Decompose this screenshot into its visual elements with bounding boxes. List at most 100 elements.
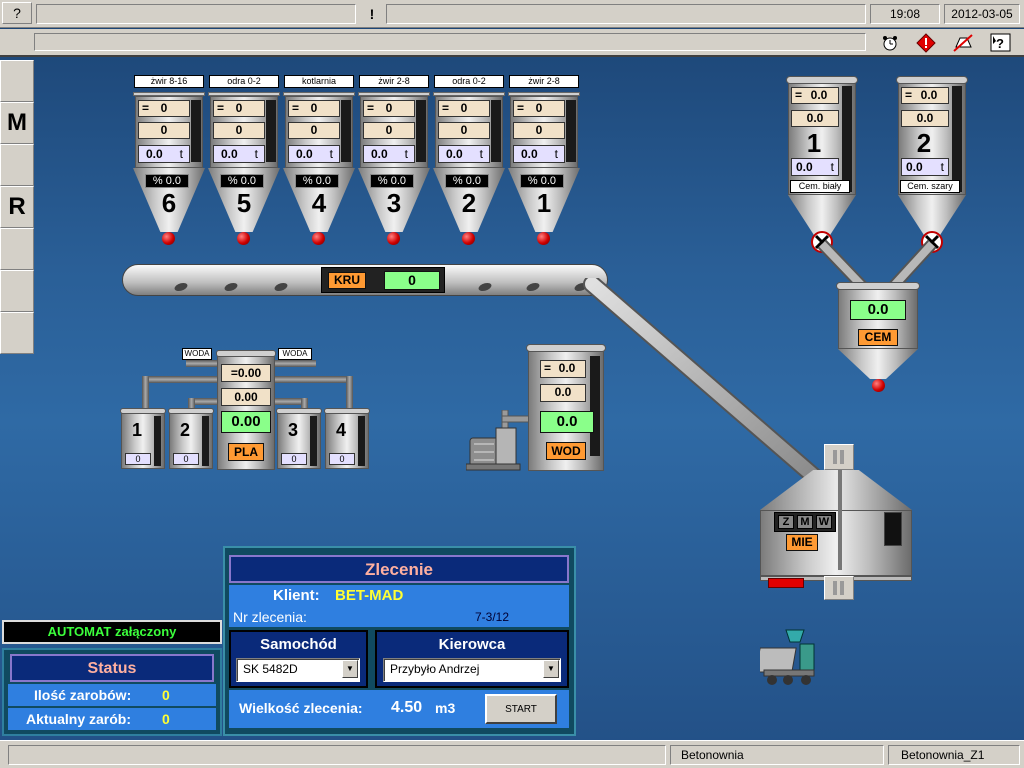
toolbar: ? [0,29,1024,57]
message-field-left [36,4,356,24]
aggregate-setpoint: =0 [288,100,340,117]
mixer-door [884,512,902,546]
aggregate-actual: 0 [138,122,190,139]
bin-rim [208,92,280,96]
aggregate-number: 4 [311,188,327,218]
alert-indicator: ! [369,6,375,22]
mixer-bottom-pause-button[interactable] [824,576,854,600]
cement-setpoint: =0.0 [791,87,839,104]
mixer-zmw-panel: Z M W [774,512,836,532]
automat-indicator: AUTOMAT załączony [2,620,222,644]
aggregate-setpoint: =0 [438,100,490,117]
status-count-value: 0 [162,687,170,703]
clock-time: 19:08 [870,4,940,24]
top-bar: ? ! 19:08 2012-03-05 [0,0,1024,28]
admixture-scale[interactable]: =0.00 0.00 0.00 PLA [216,350,276,472]
bin-level-bar [341,100,351,162]
pipe-v2 [188,398,195,412]
vehicle-select-value: SK 5482D [243,662,298,676]
mixer[interactable]: Z M W MIE [760,442,912,602]
bin-rim [283,92,355,96]
water-level-bar [590,356,600,456]
aggregate-number: 5 [236,188,252,218]
aggregate-label: żwir 2-8 [359,75,429,88]
admixture-tank-2[interactable]: 2 0 [168,408,214,470]
mixer-shaft [838,470,842,570]
conveyor-label: KRU [328,272,366,289]
help-button[interactable]: ? [2,2,32,24]
admixture-setpoint: =0.00 [221,364,271,382]
status-title: Status [10,654,214,682]
admixture-tank-1[interactable]: 1 0 [120,408,166,470]
order-title: Zlecenie [229,555,569,583]
start-button[interactable]: START [485,694,557,724]
admixture-label: PLA [228,443,264,461]
water-pump[interactable] [465,409,531,472]
message-field-right [386,4,866,24]
no-alarm-icon[interactable] [952,33,974,53]
aggregate-actual: 0 [438,122,490,139]
side-button-panel: M R [0,60,34,354]
water-scale[interactable]: =0.0 0.0 0.0 WOD [526,344,606,472]
admixture-tank-3[interactable]: 3 0 [276,408,322,470]
tank-number: 2 [179,420,190,440]
conveyor-roller [476,283,494,291]
aggregate-percent: % 0.0 [145,174,189,188]
side-button-reset[interactable]: R [0,186,34,228]
aggregate-label: żwir 8-16 [134,75,204,88]
aggregate-actual: 0 [288,122,340,139]
aggregate-setpoint: =0 [213,100,265,117]
aggregate-label: żwir 2-8 [509,75,579,88]
cement-scale[interactable]: 0.0 CEM [836,282,920,392]
vehicle-select[interactable]: SK 5482D ▼ [236,658,360,682]
side-button-3[interactable] [0,144,34,186]
aggregate-valve-led [537,232,550,245]
driver-select[interactable]: Przybyło Andrzej▼ [383,658,561,682]
side-button-7[interactable] [0,312,34,354]
cement-label: Cem. szary [900,180,960,193]
chevron-down-icon[interactable]: ▼ [543,660,559,678]
admixture-tank-4[interactable]: 4 0 [324,408,370,470]
order-number-value: 7-3/12 [475,610,510,624]
side-button-1[interactable] [0,60,34,102]
aggregate-valve-led [462,232,475,245]
water-actual: 0.0 [540,384,586,402]
warning-diamond-icon[interactable] [916,33,936,53]
order-client-value: BET-MAD [335,587,404,604]
aggregate-label: odra 0-2 [209,75,279,88]
side-button-manual[interactable]: M [0,102,34,144]
tank-number: 3 [287,420,298,440]
conveyor-to-mixer-pipe [583,278,825,487]
chevron-down-icon[interactable]: ▼ [342,660,358,678]
tank-value: 0 [281,453,307,465]
side-button-5[interactable] [0,228,34,270]
cement-actual: 0.0 [791,110,839,127]
mixer-top-pause-button[interactable] [824,444,854,470]
driver-group: Kierowca Przybyło Andrzej▼ [375,630,569,688]
status-panel: Status Ilość zarobów: 0 Aktualny zarób: … [2,648,222,736]
aggregate-number: 2 [461,188,477,218]
status-bar: Betonownia Betonownia_Z1 [0,740,1024,768]
help-pointer-icon[interactable]: ? [990,33,1012,53]
mixer-w-indicator: W [816,515,832,529]
bin-level-bar [191,100,201,162]
aggregate-setpoint: =0 [513,100,565,117]
start-button-label: START [505,704,537,715]
mixer-gate-indicator [768,578,804,588]
order-size-label: Wielkość zlecenia: [239,700,363,716]
cement-scale-cone [838,349,918,379]
alarm-clock-icon[interactable] [880,34,900,52]
side-button-6[interactable] [0,270,34,312]
